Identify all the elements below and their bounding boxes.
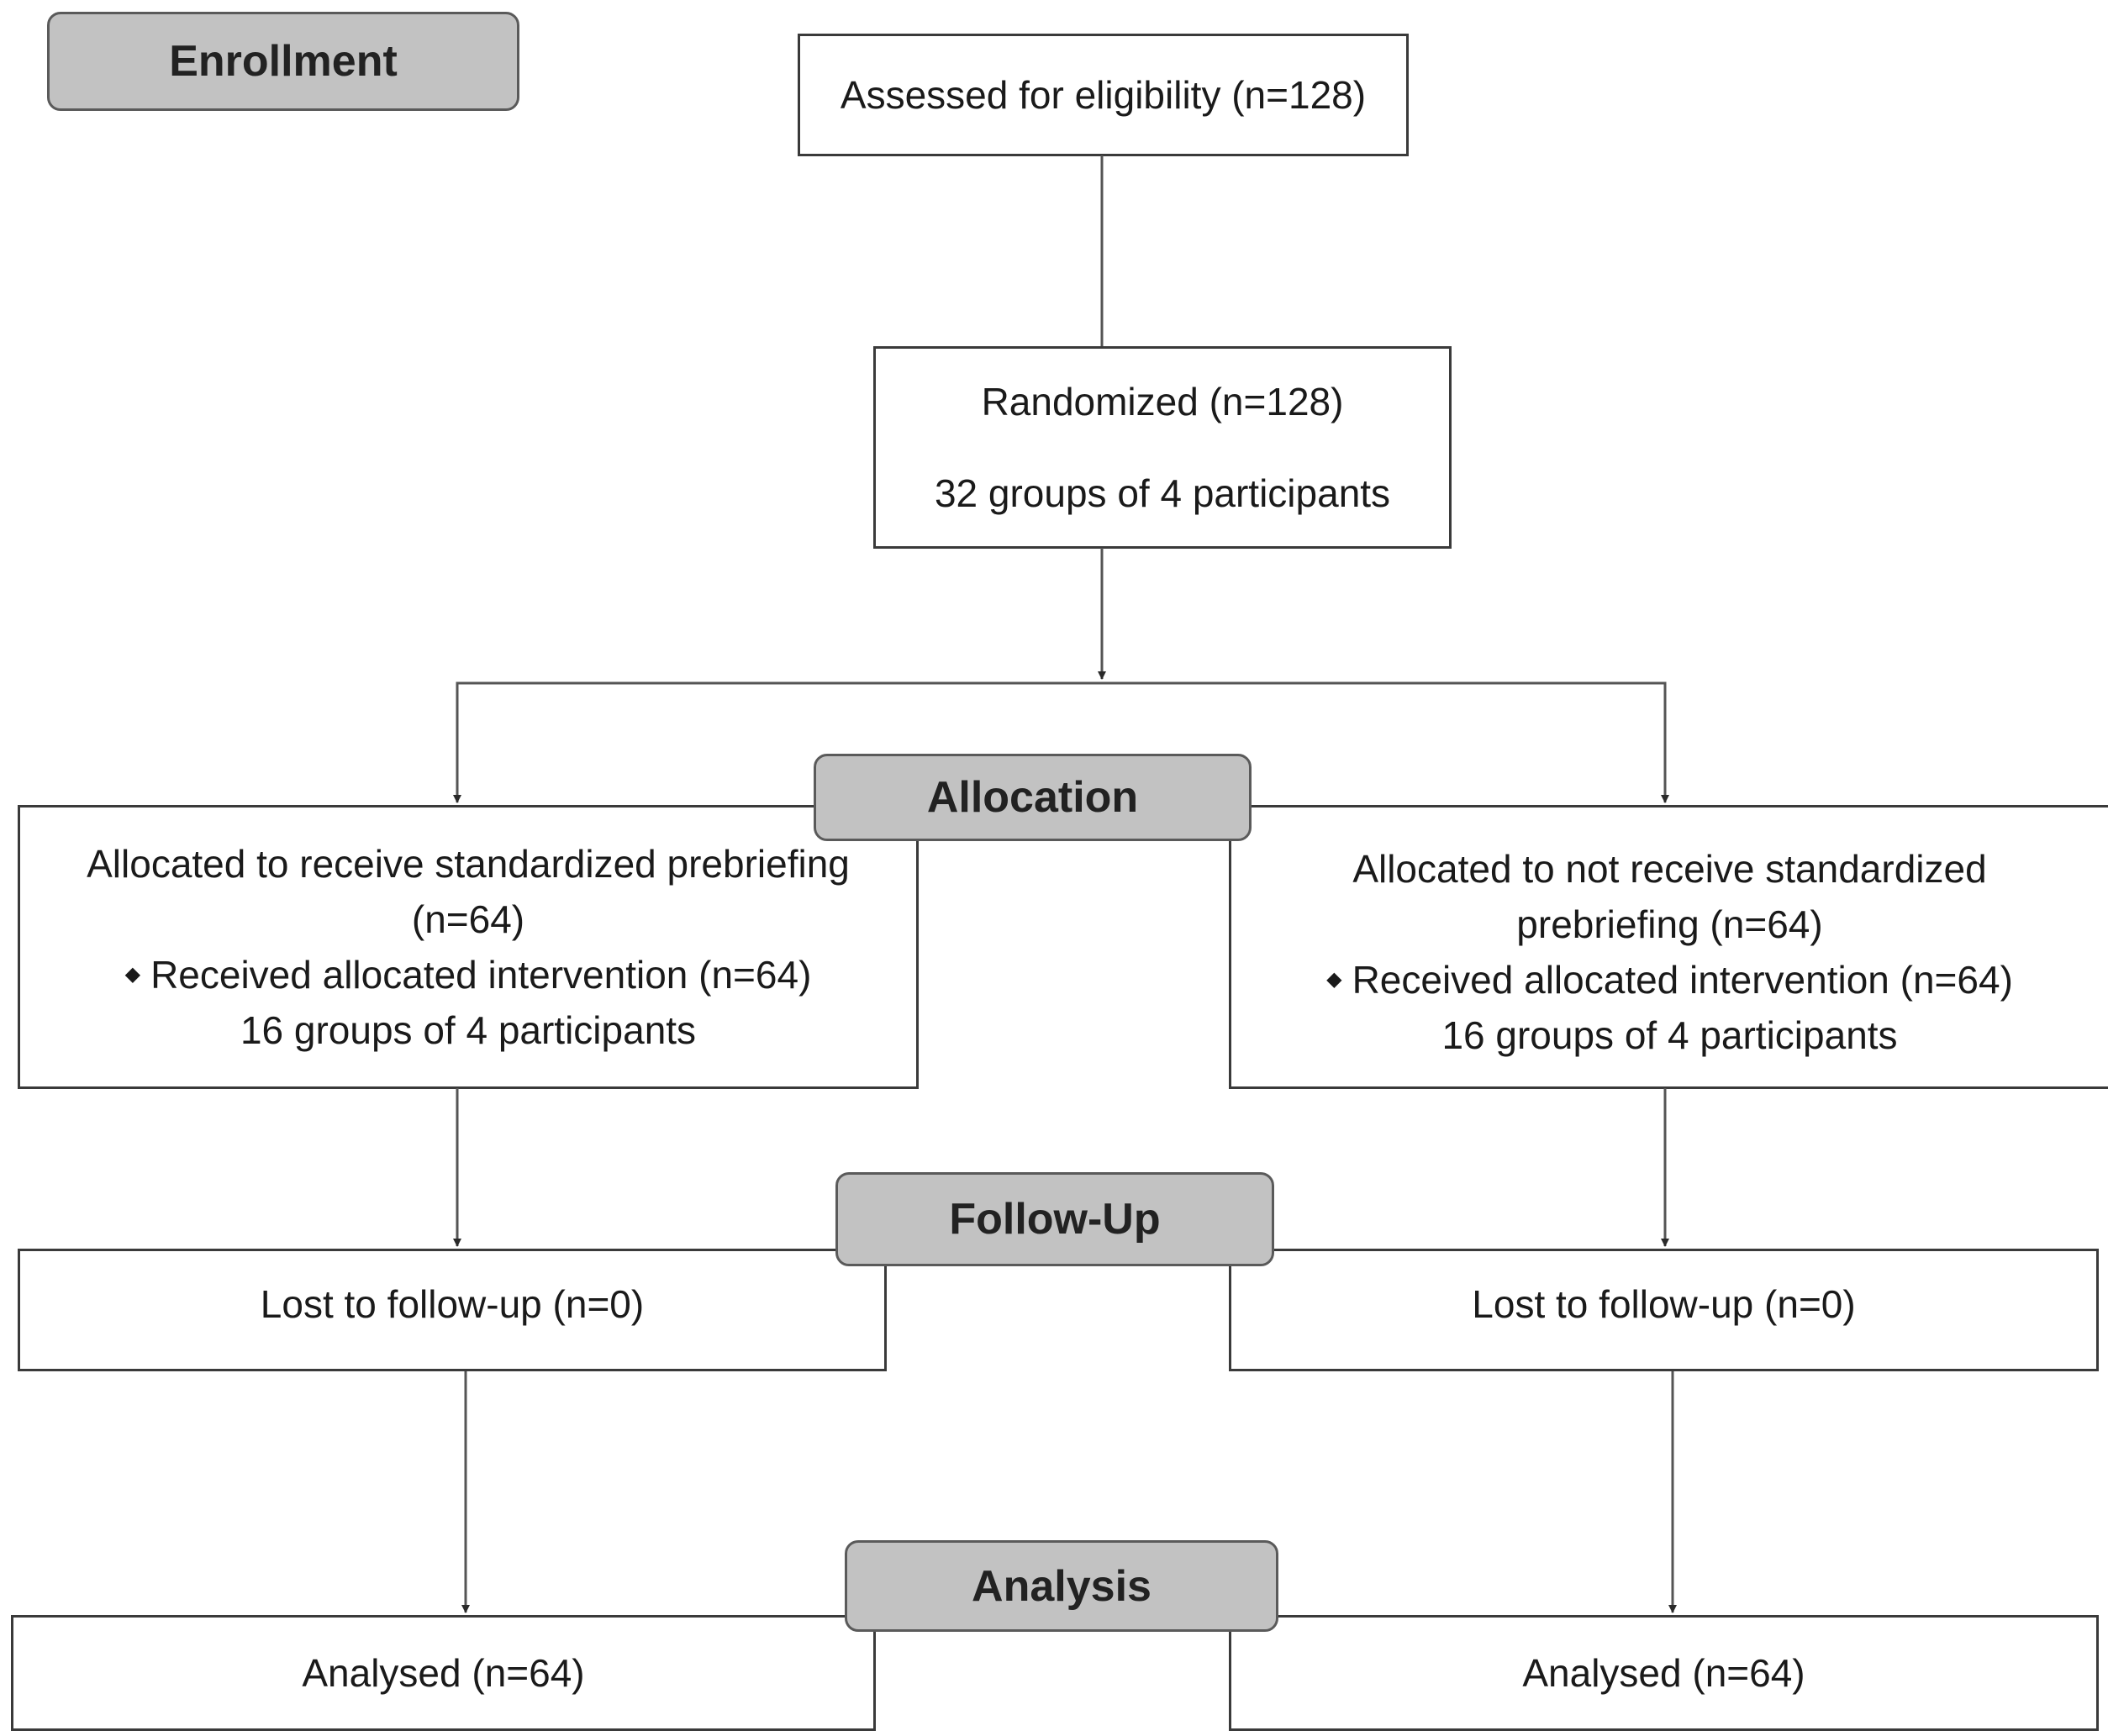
allocation-left-bullet-row: ◆ Received allocated intervention (n=64): [125, 949, 812, 1001]
allocation-left-line1: Allocated to receive standardized prebri…: [87, 842, 850, 886]
randomized-groups: 32 groups of 4 participants: [934, 471, 1391, 515]
randomized-box: Randomized (n=128) 32 groups of 4 partic…: [873, 346, 1452, 549]
allocation-right-box: Allocated to not receive standardized pr…: [1229, 805, 2108, 1089]
allocation-left-line2: (n=64): [411, 897, 525, 942]
followup-right-box: Lost to follow-up (n=0): [1229, 1249, 2099, 1371]
connector-split-left: [453, 681, 1102, 803]
stage-follow-up: Follow-Up: [835, 1172, 1274, 1266]
allocation-right-line1: Allocated to not receive standardized: [1352, 847, 1987, 891]
allocation-left-box: Allocated to receive standardized prebri…: [18, 805, 919, 1089]
bullet-diamond-icon: ◆: [124, 962, 141, 986]
assessed-label: Assessed for eligibility (n=128): [840, 72, 1367, 117]
analysis-left-label: Analysed (n=64): [302, 1650, 585, 1695]
stage-enrollment: Enrollment: [47, 12, 519, 111]
allocation-left-bullet: Received allocated intervention (n=64): [150, 953, 812, 997]
followup-right-label: Lost to follow-up (n=0): [1472, 1282, 1856, 1326]
analysis-right-label: Analysed (n=64): [1522, 1650, 1805, 1695]
assessed-box: Assessed for eligibility (n=128): [798, 34, 1409, 156]
connector-split-right: [1102, 681, 1669, 803]
allocation-right-bullet-row: ◆ Received allocated intervention (n=64): [1326, 954, 2013, 1006]
randomized-label: Randomized (n=128): [981, 380, 1344, 424]
stage-analysis-label: Analysis: [972, 1561, 1151, 1611]
stage-enrollment-label: Enrollment: [169, 37, 398, 86]
stage-follow-up-label: Follow-Up: [949, 1195, 1161, 1244]
allocation-left-groups: 16 groups of 4 participants: [240, 1008, 697, 1053]
analysis-right-box: Analysed (n=64): [1229, 1615, 2099, 1731]
bullet-diamond-icon: ◆: [1326, 967, 1342, 991]
allocation-right-line2: prebriefing (n=64): [1516, 902, 1823, 947]
allocation-right-groups: 16 groups of 4 participants: [1441, 1013, 1898, 1058]
allocation-right-bullet: Received allocated intervention (n=64): [1352, 958, 2013, 1002]
stage-allocation-label: Allocation: [926, 773, 1139, 822]
stage-allocation: Allocation: [814, 754, 1252, 841]
followup-left-box: Lost to follow-up (n=0): [18, 1249, 887, 1371]
stage-analysis: Analysis: [845, 1540, 1278, 1632]
analysis-left-box: Analysed (n=64): [11, 1615, 876, 1731]
followup-left-label: Lost to follow-up (n=0): [260, 1282, 645, 1326]
